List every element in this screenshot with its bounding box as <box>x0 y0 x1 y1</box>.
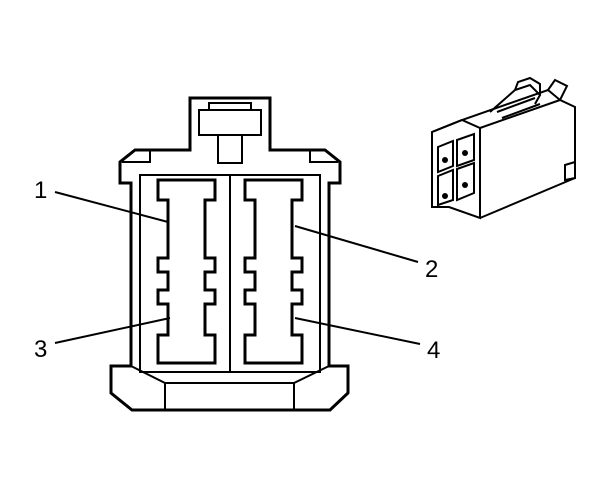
pin-label-4: 4 <box>427 337 440 364</box>
pin-label-2: 2 <box>425 256 438 283</box>
iso-terminal-pin <box>442 193 448 199</box>
connector-face <box>109 96 350 412</box>
pin-label-1: 1 <box>34 177 47 204</box>
iso-terminal-pin <box>462 182 468 188</box>
leader-line-4 <box>294 317 421 345</box>
bottom-key <box>130 365 330 410</box>
inner-cavity-outline <box>139 174 321 373</box>
iso-side-tab <box>564 160 576 182</box>
iso-cavity-top-left <box>437 139 454 174</box>
pin-label-3: 3 <box>34 336 47 363</box>
leader-line-3 <box>54 317 171 344</box>
latch-tab <box>217 135 243 164</box>
iso-terminal-pin <box>442 157 448 163</box>
terminal-cavity-right <box>243 178 304 365</box>
iso-terminal-pin <box>462 150 468 156</box>
iso-latch-detail <box>496 97 541 119</box>
connector-isometric-view <box>431 76 576 220</box>
leader-line-2 <box>294 225 419 263</box>
leader-line-1 <box>54 191 169 223</box>
iso-cavity-bottom-left <box>437 168 454 207</box>
right-shoulder <box>309 150 338 163</box>
iso-body-side <box>479 98 576 219</box>
connector-latch <box>198 102 262 136</box>
iso-cavity-top-right <box>456 132 475 168</box>
iso-cavity-bottom-right <box>456 161 475 202</box>
iso-latch <box>489 76 569 113</box>
terminal-cavity-left <box>156 178 217 365</box>
left-shoulder <box>122 150 151 163</box>
iso-body-top <box>431 88 561 133</box>
connector-housing-outline <box>109 96 350 412</box>
